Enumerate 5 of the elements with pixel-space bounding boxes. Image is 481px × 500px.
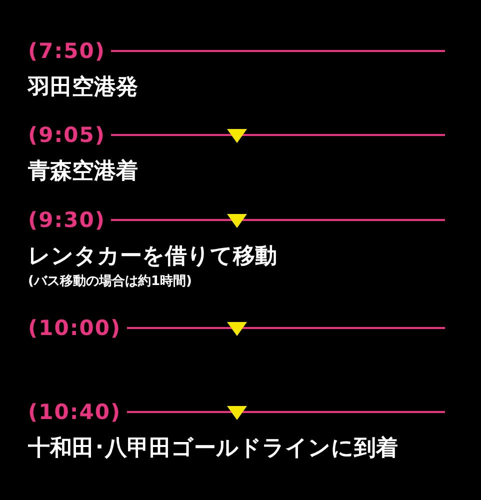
stop-label: 羽田空港発 [28, 74, 138, 102]
stop-label: 十和田･八甲田ゴールドラインに到着 [28, 435, 398, 463]
note-text: (バス移動の場合は約1時間) [28, 273, 192, 291]
stop-label: 青森空港着 [28, 158, 138, 186]
stop-label: レンタカーを借りて移動 [28, 243, 277, 271]
